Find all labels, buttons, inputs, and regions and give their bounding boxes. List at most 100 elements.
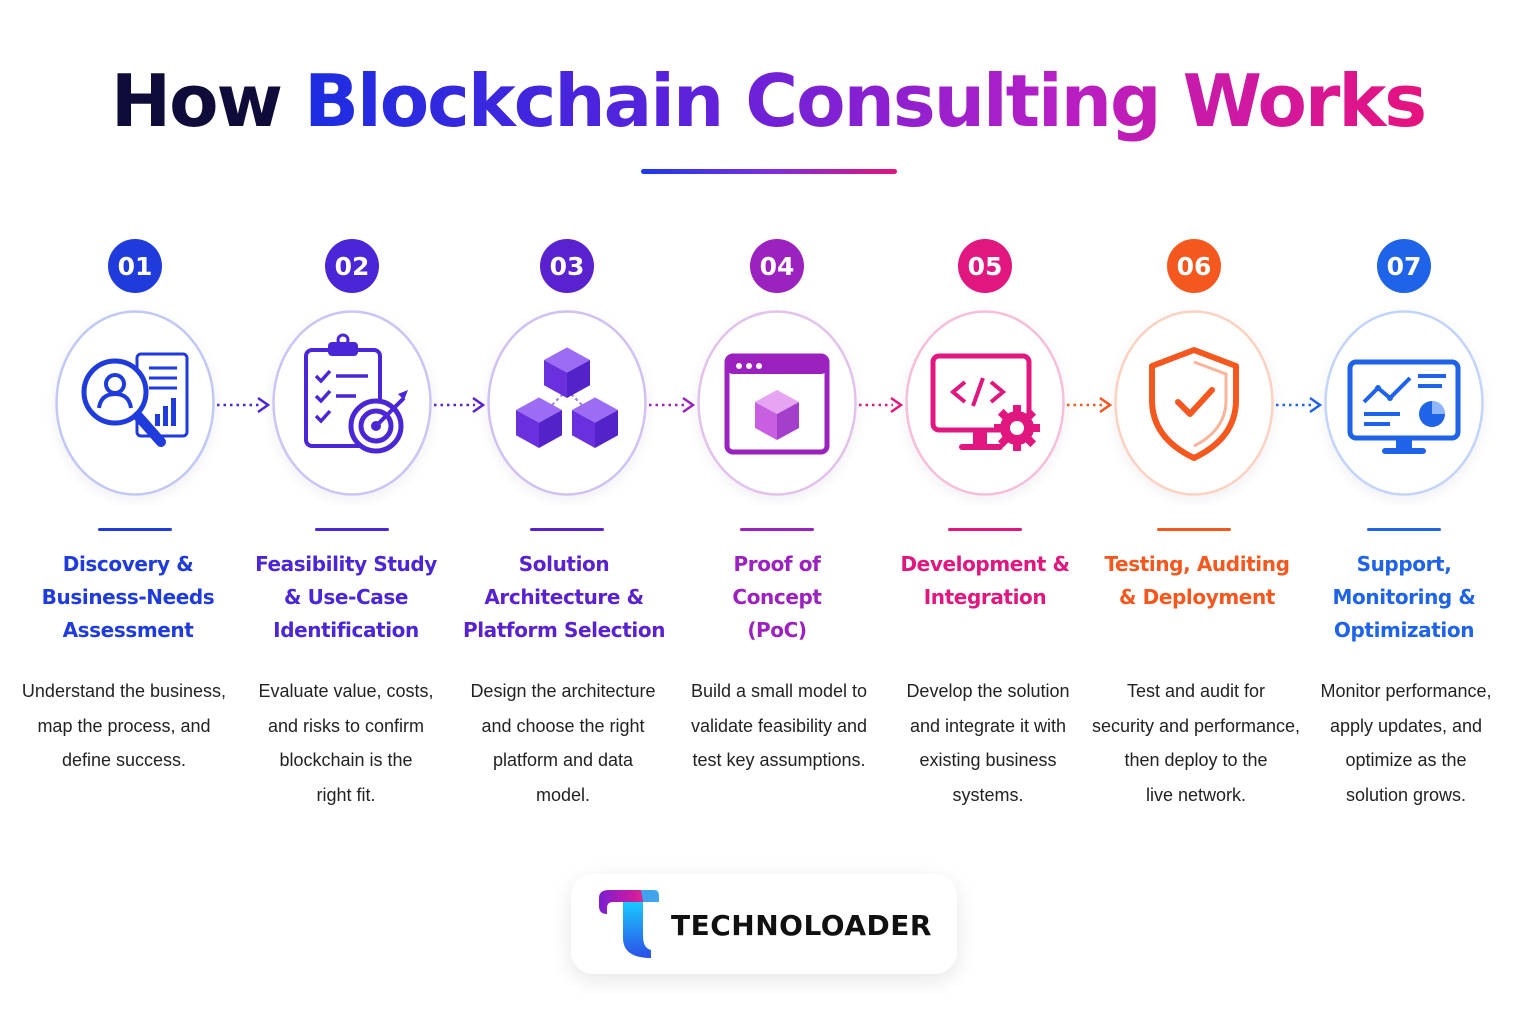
dotted-arrow-icon	[217, 396, 270, 414]
step-title: Development & Integration	[880, 548, 1090, 614]
step-number: 02	[325, 239, 379, 293]
step-description-line: Design the architecture	[470, 681, 656, 701]
step-title-line: Identification	[273, 618, 419, 642]
step-description: Monitor performance, apply updates, and op…	[1300, 674, 1512, 812]
step-title: Testing, Auditing & Deployment	[1092, 548, 1302, 614]
step-title-line: Discovery &	[62, 552, 194, 576]
step-title-line: Business-Needs	[41, 585, 215, 609]
title-how: How	[110, 59, 283, 143]
brand-name: TECHNOLOADER	[671, 909, 932, 942]
step-number: 07	[1377, 239, 1431, 293]
step-description-line: Evaluate value, costs,	[258, 681, 434, 701]
step-title: Proof of Concept (PoC)	[672, 548, 882, 647]
step-title-line: Support,	[1356, 552, 1452, 576]
step-description-line: define success.	[61, 750, 187, 770]
step-description-line: existing business	[919, 750, 1057, 770]
clipboard-target-icon	[272, 310, 432, 496]
step-title-line: Architecture &	[484, 585, 644, 609]
step-divider	[948, 528, 1022, 531]
step-title-line: Monitoring &	[1332, 585, 1476, 609]
step-title-line: Testing, Auditing	[1104, 552, 1290, 576]
step-title-line: Proof of	[733, 552, 821, 576]
step-icon-circle	[487, 310, 647, 496]
code-monitor-gear-icon	[905, 310, 1065, 496]
step-description-line: Develop the solution	[906, 681, 1070, 701]
step-description-line: systems.	[952, 784, 1024, 805]
step-title-line: Assessment	[62, 618, 194, 642]
step-description-line: Understand the business,	[21, 681, 227, 701]
step-description-line: Test and audit for	[1126, 681, 1266, 701]
step-description: Develop the solution and integrate it wit…	[882, 674, 1094, 812]
step-title: Support, Monitoring & Optimization	[1299, 548, 1509, 647]
step-description-line: platform and data	[492, 750, 634, 770]
step-title-line: Solution	[518, 552, 610, 576]
step-description-line: validate feasibility and	[690, 715, 868, 736]
title-rest: Blockchain Consulting Works	[304, 59, 1427, 143]
step-description-line: and risks to confirm	[267, 715, 425, 736]
step-icon-circle	[905, 310, 1065, 496]
step-number: 04	[750, 239, 804, 293]
step-description-line: right fit.	[316, 784, 376, 805]
step-description-line: Build a small model to	[690, 681, 868, 701]
step-title-line: Integration	[923, 585, 1047, 609]
step-number: 06	[1167, 239, 1221, 293]
step-description-line: and choose the right	[481, 715, 645, 736]
step-title-line: (PoC)	[747, 618, 807, 642]
step-divider	[1367, 528, 1441, 531]
step-description-line: map the process, and	[37, 715, 211, 736]
search-user-report-icon	[55, 310, 215, 496]
step-title-line: & Deployment	[1119, 585, 1275, 609]
step-description-line: then deploy to the	[1124, 750, 1268, 770]
dotted-arrow-icon	[649, 396, 695, 414]
step-description-line: and integrate it with	[909, 715, 1067, 736]
step-divider	[1157, 528, 1231, 531]
analytics-monitor-icon	[1324, 310, 1484, 496]
step-description-line: apply updates, and	[1329, 715, 1483, 736]
dotted-arrow-icon	[859, 396, 903, 414]
step-description-line: test key assumptions.	[692, 750, 866, 770]
step-title-line: Platform Selection	[462, 618, 666, 642]
step-divider	[740, 528, 814, 531]
step-divider	[98, 528, 172, 531]
step-description-line: solution grows.	[1345, 784, 1467, 805]
dotted-arrow-icon	[1067, 396, 1112, 414]
step-icon-circle	[272, 310, 432, 496]
step-divider	[315, 528, 389, 531]
step-description: Build a small model to validate feasibili…	[673, 674, 885, 778]
browser-cube-icon	[697, 310, 857, 496]
connected-blocks-icon	[487, 310, 647, 496]
step-title-line: Optimization	[1333, 618, 1475, 642]
step-number: 01	[108, 239, 162, 293]
shield-check-icon	[1114, 310, 1274, 496]
step-description: Evaluate value, costs, and risks to confi…	[240, 674, 452, 812]
step-title-line: Development &	[900, 552, 1070, 576]
step-icon-circle	[697, 310, 857, 496]
step-icon-circle	[1324, 310, 1484, 496]
step-description: Understand the business, map the process,…	[18, 674, 230, 778]
brand-card: TECHNOLOADER	[571, 874, 957, 974]
step-number: 03	[540, 239, 594, 293]
step-title-line: Feasibility Study	[255, 552, 437, 576]
step-description: Test and audit for security and performan…	[1090, 674, 1302, 812]
step-description-line: live network.	[1145, 784, 1247, 805]
title-underline	[641, 169, 897, 174]
step-divider	[530, 528, 604, 531]
step-icon-circle	[55, 310, 215, 496]
technoloader-logo-icon	[599, 890, 659, 958]
step-description-line: model.	[535, 784, 591, 805]
step-number: 05	[958, 239, 1012, 293]
step-title-line: Concept	[732, 585, 822, 609]
page-title: How Blockchain Consulting Works	[0, 58, 1536, 144]
dotted-arrow-icon	[1276, 396, 1322, 414]
step-description-line: Monitor performance,	[1320, 681, 1492, 701]
step-description: Design the architecture and choose the ri…	[457, 674, 669, 812]
step-description-line: blockchain is the	[279, 750, 413, 770]
step-description-line: optimize as the	[1345, 750, 1467, 770]
dotted-arrow-icon	[434, 396, 485, 414]
step-icon-circle	[1114, 310, 1274, 496]
step-title-line: & Use-Case	[283, 585, 409, 609]
step-description-line: security and performance,	[1091, 715, 1301, 736]
